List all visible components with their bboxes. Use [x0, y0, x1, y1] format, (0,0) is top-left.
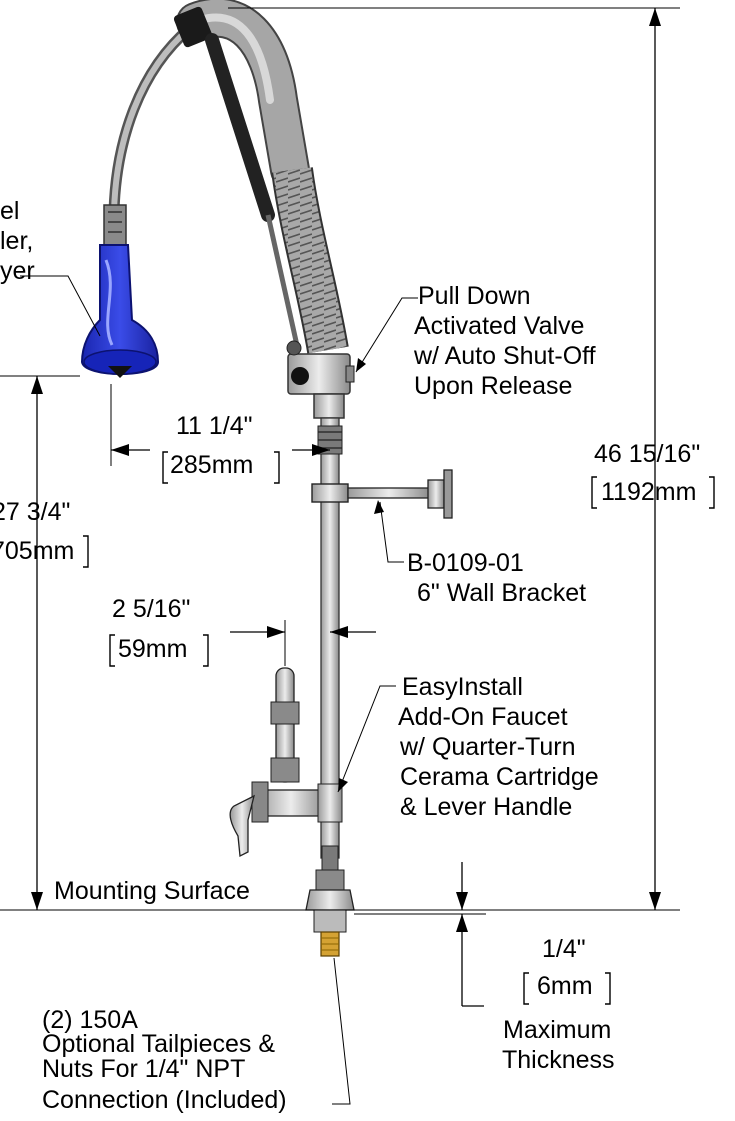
- svg-text:Activated Valve: Activated Valve: [414, 312, 584, 340]
- spring-arm: [205, 33, 275, 222]
- lever-handle: [229, 794, 255, 858]
- svg-text:& Lever Handle: & Lever Handle: [400, 793, 572, 821]
- add-on-faucet: [229, 667, 343, 858]
- dim-faucet-offset: 2 5/16" 59mm: [109, 595, 209, 667]
- svg-text:Upon Release: Upon Release: [414, 372, 572, 400]
- svg-text:Optional Tailpieces &: Optional Tailpieces &: [42, 1030, 275, 1058]
- svg-text:yer: yer: [0, 257, 35, 285]
- svg-text:Connection (Included): Connection (Included): [42, 1086, 287, 1114]
- svg-text:1192mm: 1192mm: [601, 478, 696, 506]
- svg-text:46 15/16": 46 15/16": [594, 440, 700, 468]
- svg-text:w/ Auto Shut-Off: w/ Auto Shut-Off: [413, 342, 596, 370]
- svg-text:1/4": 1/4": [542, 935, 586, 963]
- spray-head: [80, 204, 160, 378]
- svg-text:6mm: 6mm: [537, 972, 593, 1000]
- svg-text:11 1/4": 11 1/4": [176, 412, 253, 440]
- svg-text:(2) 150A: (2) 150A: [42, 1006, 138, 1034]
- label-spray-valve: el ler, yer: [0, 197, 35, 285]
- dimension-lines: [0, 7, 680, 1105]
- svg-text:59mm: 59mm: [118, 635, 187, 663]
- svg-text:Thickness: Thickness: [502, 1046, 615, 1074]
- label-wall-bracket: B-0109-01 6" Wall Bracket: [407, 549, 586, 607]
- svg-text:285mm: 285mm: [170, 451, 253, 479]
- dim-max-thickness: 1/4" 6mm Maximum Thickness: [502, 935, 615, 1074]
- svg-text:Add-On Faucet: Add-On Faucet: [398, 703, 568, 731]
- svg-text:6" Wall Bracket: 6" Wall Bracket: [417, 579, 586, 607]
- svg-text:EasyInstall: EasyInstall: [402, 673, 523, 701]
- dim-overall-height: 46 15/16" 1192mm: [591, 440, 715, 509]
- dim-spray-height: 27 3/4" 705mm: [0, 498, 89, 568]
- label-pull-down-valve: Pull Down Activated Valve w/ Auto Shut-O…: [413, 282, 596, 400]
- svg-text:Pull Down: Pull Down: [418, 282, 531, 310]
- spray-hose: [108, 22, 196, 218]
- svg-text:705mm: 705mm: [0, 537, 74, 565]
- pull-down-valve-body: [286, 340, 355, 419]
- faucet-artwork: [80, 0, 453, 957]
- label-tailpieces: (2) 150A Optional Tailpieces & Nuts For …: [42, 1006, 287, 1114]
- svg-text:27 3/4": 27 3/4": [0, 498, 70, 526]
- svg-text:el: el: [0, 197, 19, 225]
- svg-text:B-0109-01: B-0109-01: [407, 549, 524, 577]
- base-flange: [305, 889, 355, 911]
- label-add-on-faucet: EasyInstall Add-On Faucet w/ Quarter-Tur…: [398, 673, 599, 821]
- wall-bracket: [311, 469, 453, 519]
- svg-text:Maximum: Maximum: [503, 1016, 611, 1044]
- svg-text:ler,: ler,: [0, 227, 33, 255]
- svg-text:2 5/16": 2 5/16": [112, 595, 190, 623]
- svg-text:Nuts For 1/4" NPT: Nuts For 1/4" NPT: [42, 1055, 245, 1083]
- svg-text:w/ Quarter-Turn: w/ Quarter-Turn: [399, 733, 576, 761]
- dim-spray-reach: 11 1/4" 285mm: [162, 412, 280, 484]
- label-mounting-surface: Mounting Surface: [54, 877, 250, 905]
- svg-text:Cerama Cartridge: Cerama Cartridge: [400, 763, 599, 791]
